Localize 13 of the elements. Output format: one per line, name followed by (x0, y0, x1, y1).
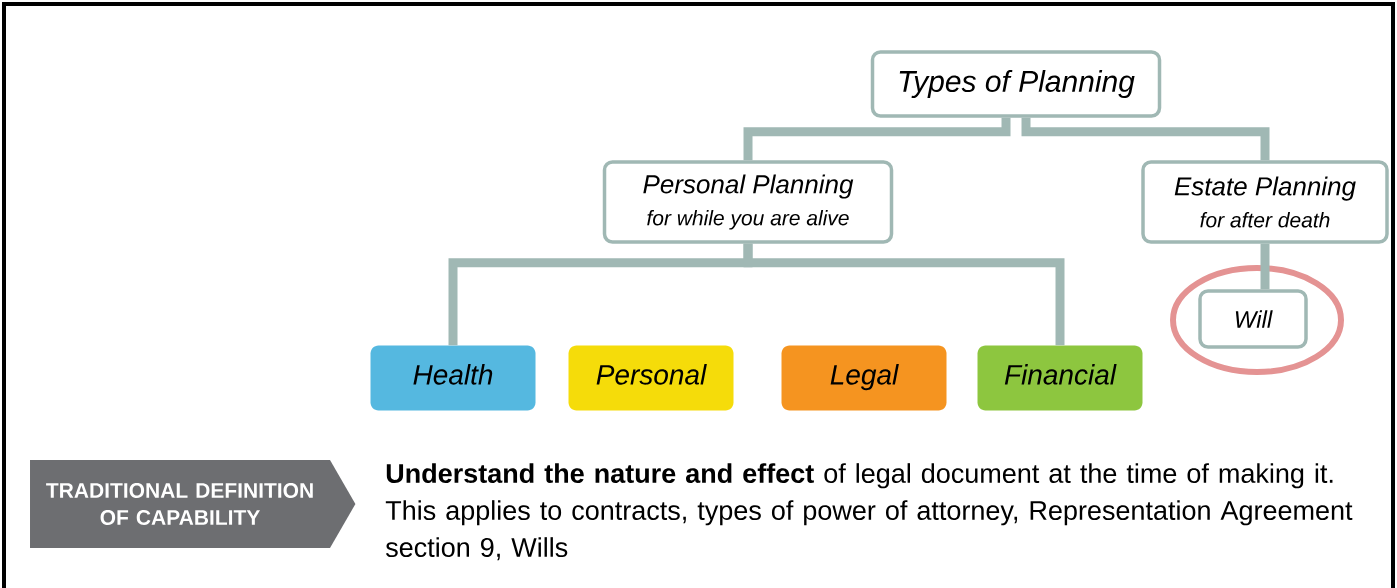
planning-box: Types of Planning (870, 50, 1162, 118)
connector (743, 243, 1065, 346)
category-box: Legal (781, 345, 947, 411)
heading-tag: TRADITIONAL DEFINITION OF CAPABILITY (30, 460, 356, 548)
planning-box: Estate Planning for after death (1141, 160, 1389, 244)
category-box: Personal (568, 345, 734, 411)
connector (1021, 117, 1270, 161)
category-box: Health (370, 345, 536, 411)
category-box: Financial (977, 345, 1143, 411)
planning-box: Personal Planning for while you are alive (602, 160, 894, 244)
connector (743, 117, 1011, 161)
planning-box: Will (1198, 289, 1308, 349)
definition-text: Understand the nature and effect of legal document at the time of making it. This applies to contracts, types of power of attorney, Representation Agreement section 9, Wills (385, 463, 1353, 561)
